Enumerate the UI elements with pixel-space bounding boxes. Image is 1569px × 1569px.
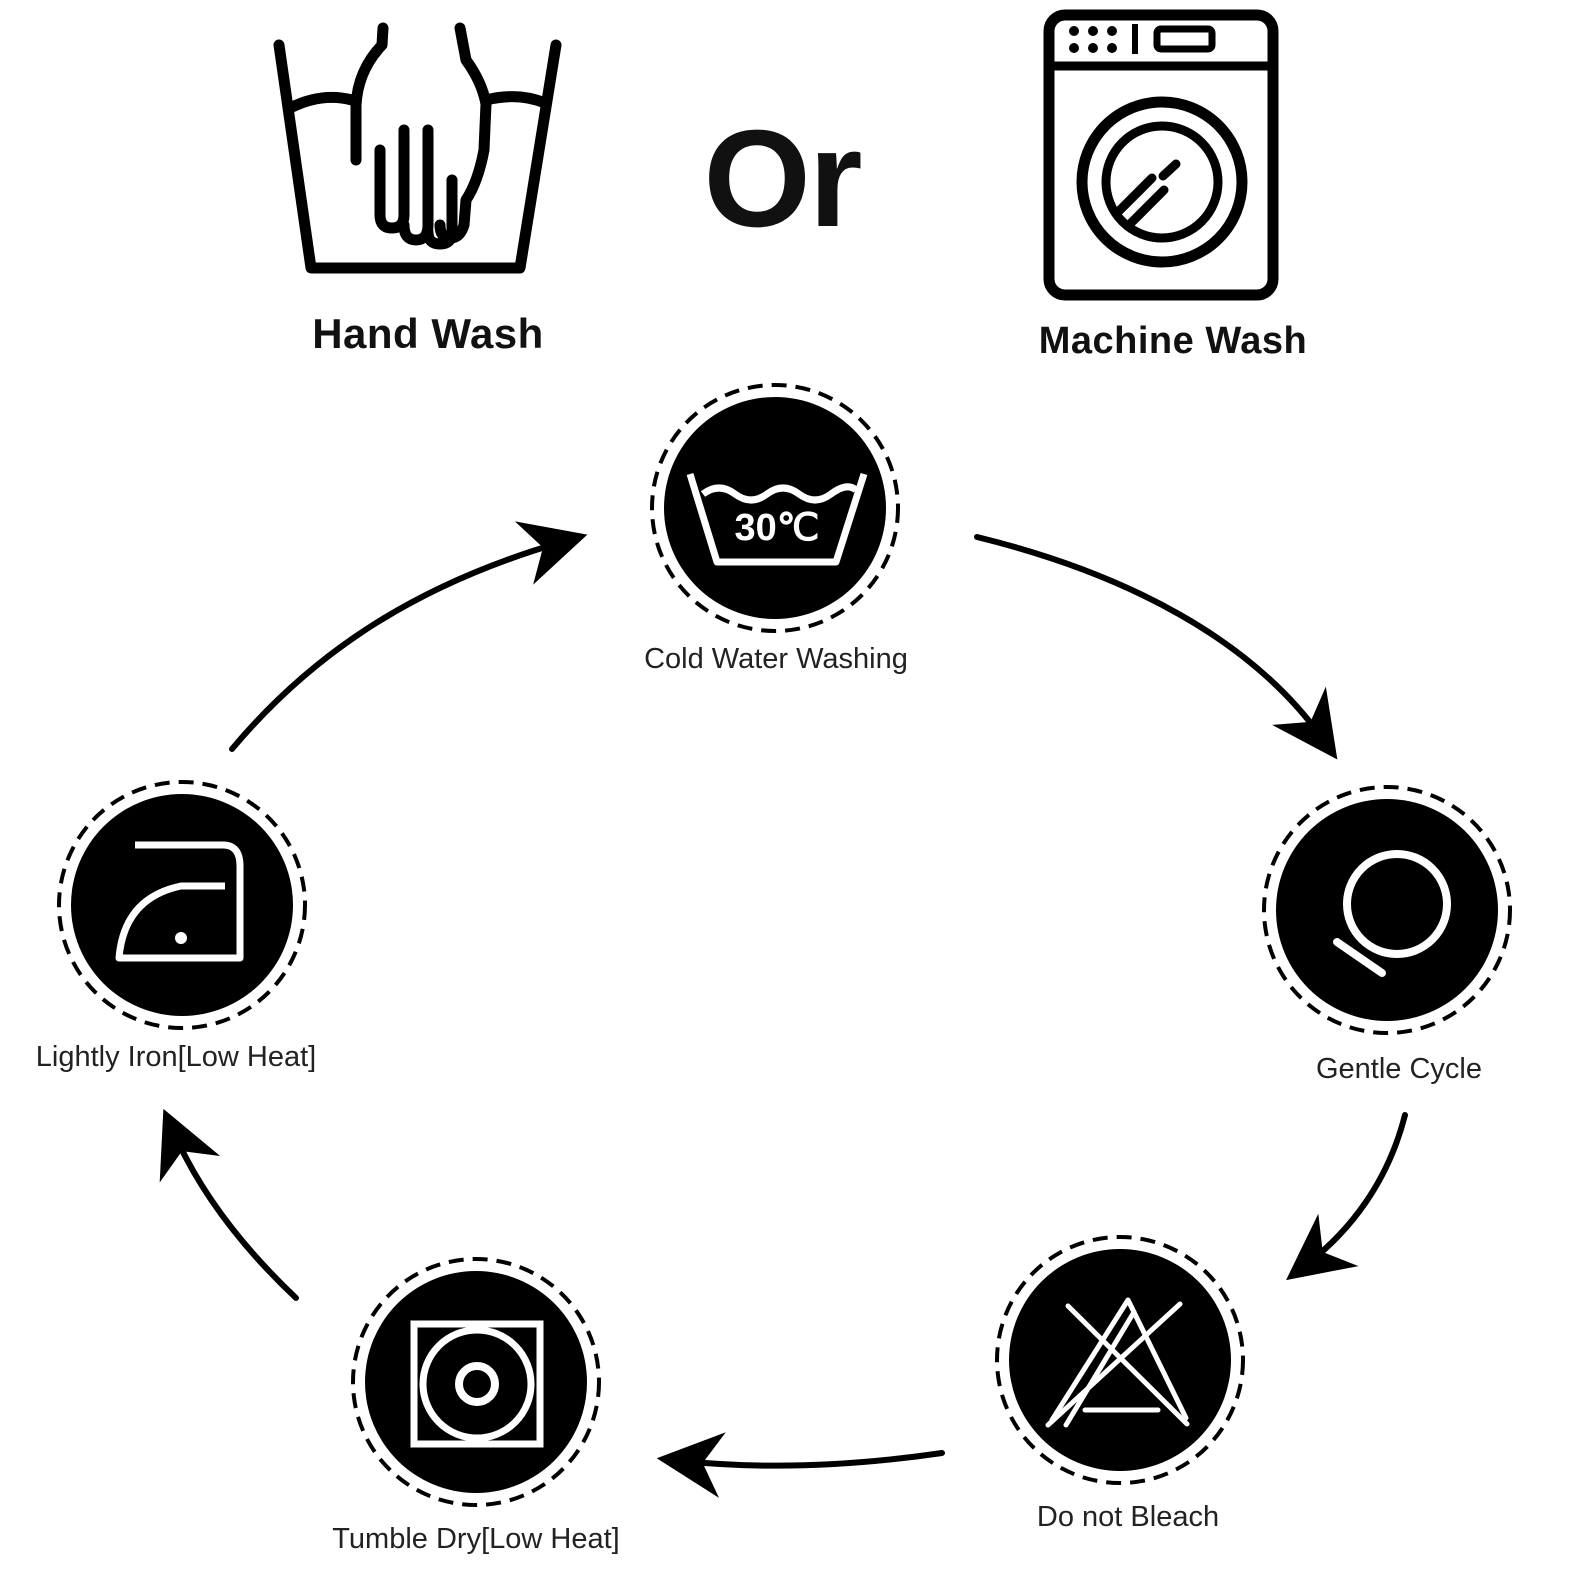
gentle-cycle-badge [1262,785,1512,1035]
hand-wash-label: Hand Wash [312,310,544,357]
gentle-cycle-label: Gentle Cycle [1315,1053,1483,1085]
arrow-to-cold-water-washing [229,521,588,752]
do-not-bleach-badge [995,1235,1245,1485]
washing-machine-icon [1043,9,1279,301]
lightly-iron-badge [57,780,307,1030]
arrow-to-gentle-cycle [974,534,1338,760]
cold-water-washing-badge: 30℃ [650,383,900,633]
or-label: Or [703,102,862,256]
tumble-dry-low-icon [410,1320,544,1448]
gentle-cycle-icon [1333,850,1451,977]
cold-water-washing-label: Cold Water Washing [644,643,908,675]
tumble-dry-badge [351,1257,601,1507]
do-not-bleach-label: Do not Bleach [1036,1501,1220,1533]
wash-tub-30c-icon [686,472,868,566]
iron-low-heat-icon [115,841,244,962]
tumble-dry-label: Tumble Dry[Low Heat] [332,1523,620,1555]
arrow-to-tumble-dry [656,1432,945,1498]
wash-temperature-text: 30℃ [735,507,820,549]
lightly-iron-label: Lightly Iron[Low Heat] [35,1041,317,1073]
arrow-to-lightly-iron [159,1108,299,1301]
no-bleach-icon [1045,1297,1190,1428]
hand-wash-icon [273,22,562,274]
arrow-to-do-not-bleach [1286,1112,1408,1281]
cycle-arrows [159,521,1408,1498]
machine-wash-label: Machine Wash [1038,320,1308,362]
